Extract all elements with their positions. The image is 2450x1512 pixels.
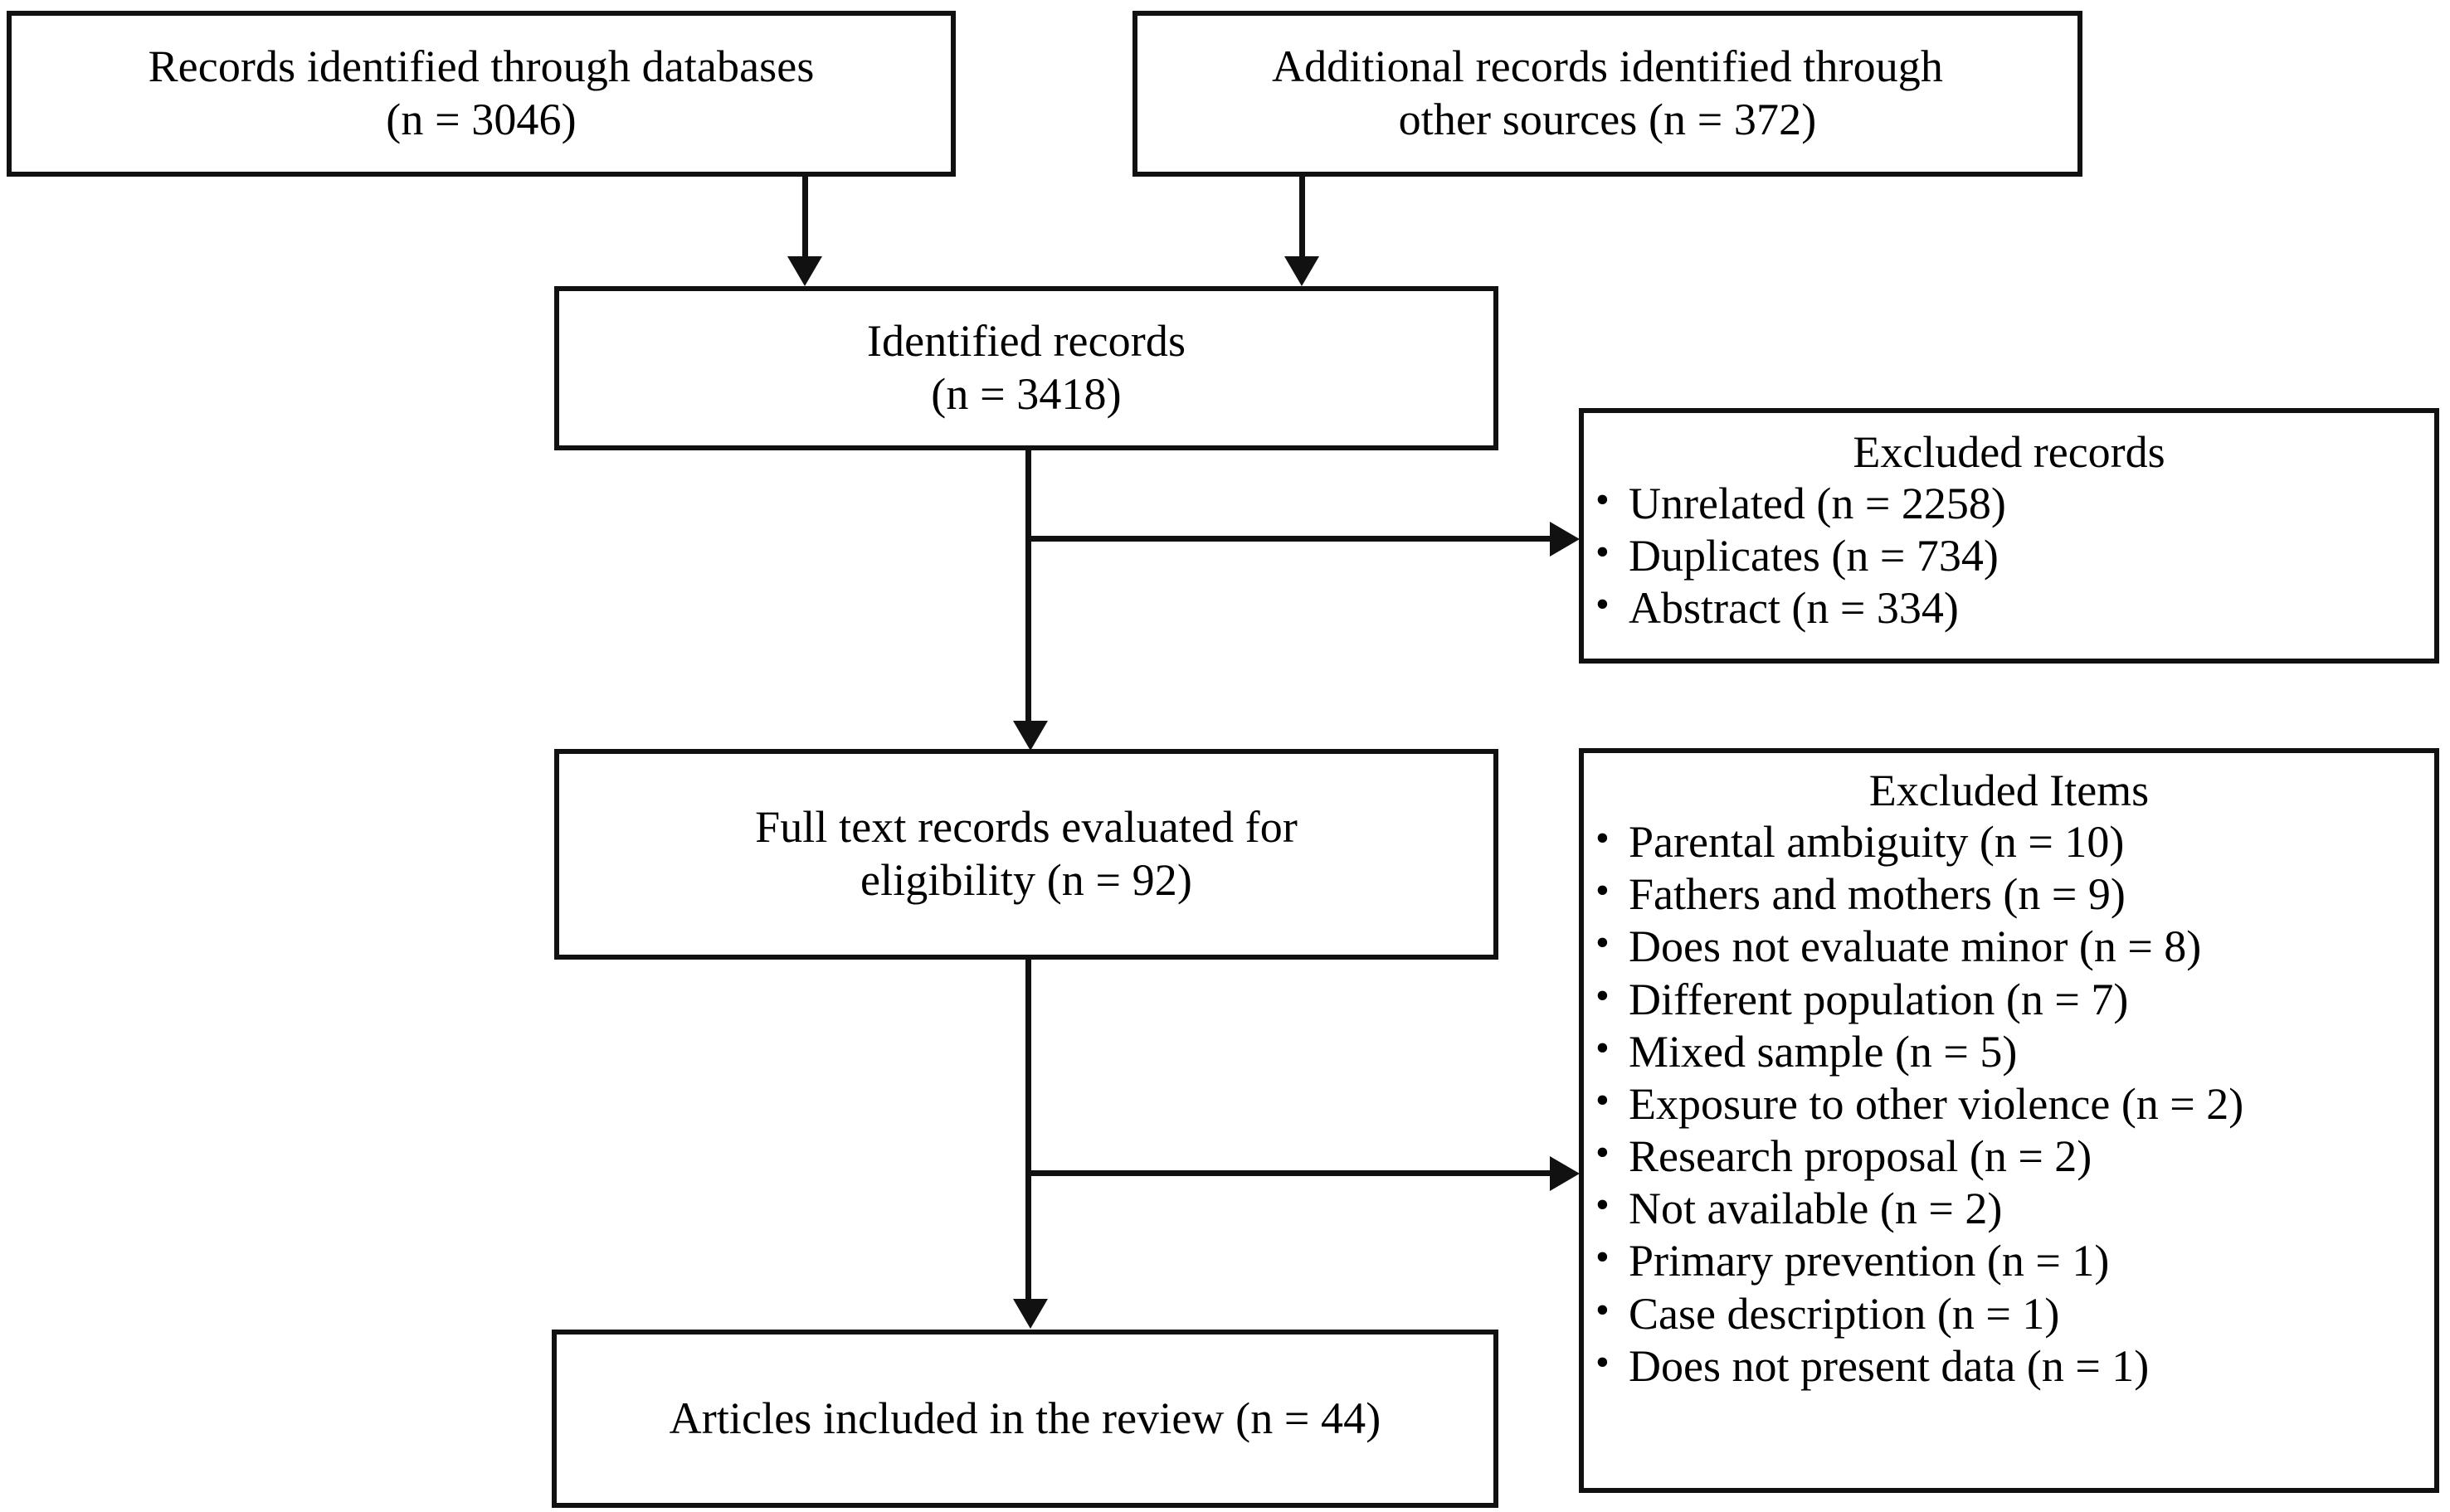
connector-databases-to-identified-line	[802, 177, 808, 258]
connector-identified-to-fulltext-arrowhead	[1013, 721, 1048, 751]
list-item: Different population (n = 7)	[1584, 973, 2434, 1026]
list-item: Does not present data (n = 1)	[1584, 1339, 2434, 1393]
box-full-text-records: Full text records evaluated for eligibil…	[554, 749, 1498, 960]
box-full-text-records-text: Full text records evaluated for eligibil…	[755, 802, 1298, 905]
connector-fulltext-to-included-arrowhead	[1013, 1299, 1048, 1329]
excluded-items-title: Excluded Items	[1868, 766, 2150, 815]
box-identified-records: Identified records (n = 3418)	[554, 286, 1498, 450]
box-additional-records-other-sources-text: Additional records identified through ot…	[1271, 41, 1943, 144]
list-item: Exposure to other violence (n = 2)	[1584, 1077, 2434, 1130]
excluded-records-title: Excluded records	[1853, 427, 2165, 477]
connector-other-sources-to-identified-line	[1299, 177, 1305, 258]
connector-identified-to-excluded-records-arrowhead	[1550, 522, 1580, 557]
box-records-identified-databases-text: Records identified through databases (n …	[148, 41, 815, 144]
box-identified-records-text: Identified records (n = 3418)	[866, 316, 1186, 419]
box-articles-included: Articles included in the review (n = 44)	[552, 1330, 1498, 1508]
list-item: Duplicates (n = 734)	[1584, 529, 2434, 582]
box-records-identified-databases: Records identified through databases (n …	[7, 11, 956, 177]
connector-databases-to-identified-arrowhead	[787, 256, 822, 286]
connector-fulltext-trunk-line	[1025, 960, 1031, 1301]
list-item: Unrelated (n = 2258)	[1584, 477, 2434, 530]
excluded-records-list: Unrelated (n = 2258) Duplicates (n = 734…	[1584, 477, 2434, 635]
box-excluded-items: Excluded Items Parental ambiguity (n = 1…	[1579, 748, 2439, 1493]
list-item: Parental ambiguity (n = 10)	[1584, 815, 2434, 868]
connector-identified-to-excluded-records-line	[1025, 536, 1552, 542]
box-articles-included-text: Articles included in the review (n = 44)	[669, 1393, 1381, 1443]
list-item: Fathers and mothers (n = 9)	[1584, 868, 2434, 921]
list-item: Not available (n = 2)	[1584, 1182, 2434, 1235]
list-item: Does not evaluate minor (n = 8)	[1584, 920, 2434, 973]
connector-other-sources-to-identified-arrowhead	[1284, 256, 1319, 286]
list-item: Mixed sample (n = 5)	[1584, 1025, 2434, 1078]
connector-identified-trunk-line	[1025, 450, 1031, 724]
list-item: Case description (n = 1)	[1584, 1287, 2434, 1340]
box-additional-records-other-sources: Additional records identified through ot…	[1132, 11, 2082, 177]
list-item: Abstract (n = 334)	[1584, 581, 2434, 634]
list-item: Research proposal (n = 2)	[1584, 1130, 2434, 1183]
box-excluded-records: Excluded records Unrelated (n = 2258) Du…	[1579, 408, 2439, 664]
excluded-items-list: Parental ambiguity (n = 10) Fathers and …	[1584, 815, 2434, 1393]
list-item: Primary prevention (n = 1)	[1584, 1234, 2434, 1287]
connector-fulltext-to-excluded-items-arrowhead	[1550, 1156, 1580, 1191]
connector-fulltext-to-excluded-items-line	[1025, 1170, 1552, 1176]
